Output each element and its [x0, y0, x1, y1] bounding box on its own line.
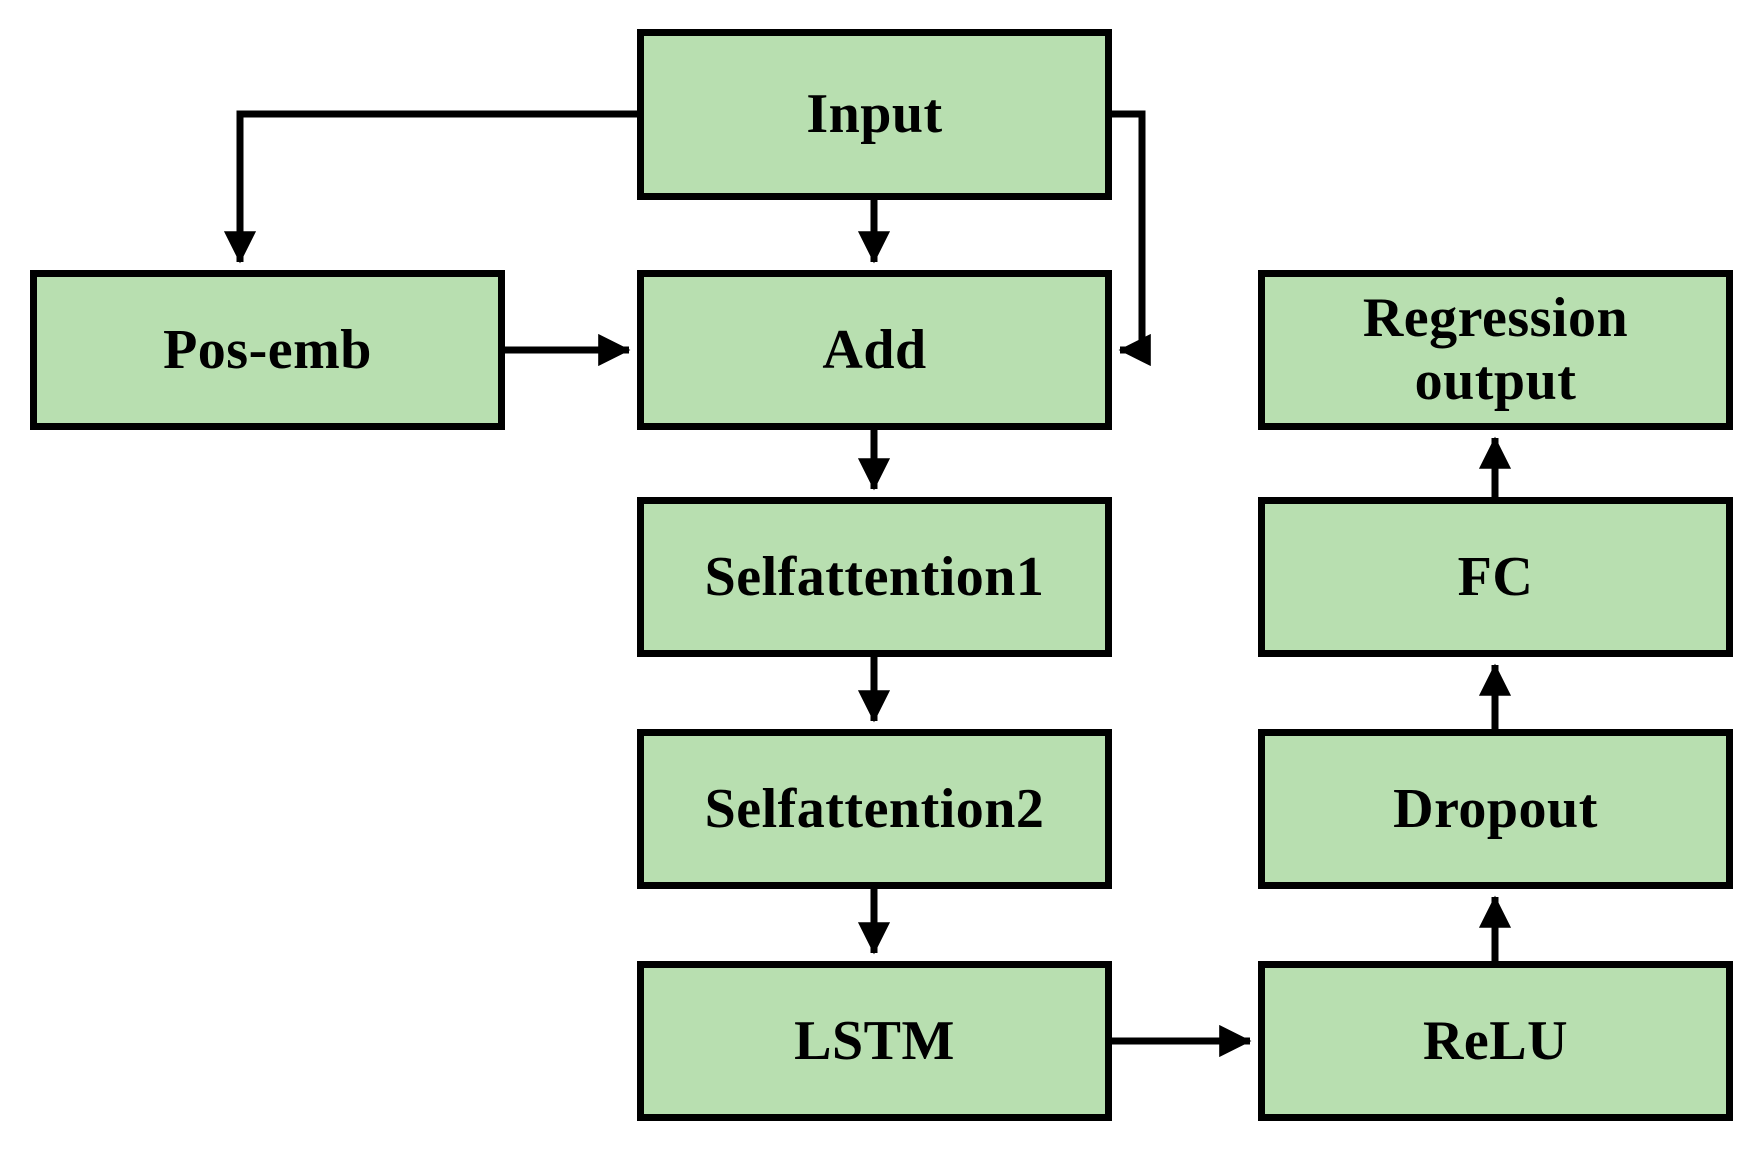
node-pos-emb-label: Pos-emb — [163, 318, 372, 381]
node-relu: ReLU — [1258, 961, 1733, 1121]
node-input: Input — [637, 29, 1112, 200]
node-fc: FC — [1258, 497, 1733, 657]
arrow-input-to-posemb — [223, 110, 637, 264]
node-add-label: Add — [822, 318, 927, 381]
node-add: Add — [637, 270, 1112, 430]
node-dropout-label: Dropout — [1393, 777, 1598, 840]
node-selfattention2-label: Selfattention2 — [704, 777, 1045, 840]
node-regression-output-label: Regression output — [1362, 287, 1629, 412]
node-fc-label: FC — [1457, 545, 1534, 608]
node-selfattention1-label: Selfattention1 — [704, 545, 1045, 608]
node-input-label: Input — [806, 83, 943, 146]
node-relu-label: ReLU — [1422, 1009, 1569, 1072]
node-pos-emb: Pos-emb — [30, 270, 505, 430]
node-selfattention2: Selfattention2 — [637, 729, 1112, 889]
node-dropout: Dropout — [1258, 729, 1733, 889]
node-lstm: LSTM — [637, 961, 1112, 1121]
arrow-input-to-add-skip — [1112, 110, 1151, 367]
node-lstm-label: LSTM — [794, 1009, 955, 1072]
node-selfattention1: Selfattention1 — [637, 497, 1112, 657]
node-regression-output: Regression output — [1258, 270, 1733, 430]
